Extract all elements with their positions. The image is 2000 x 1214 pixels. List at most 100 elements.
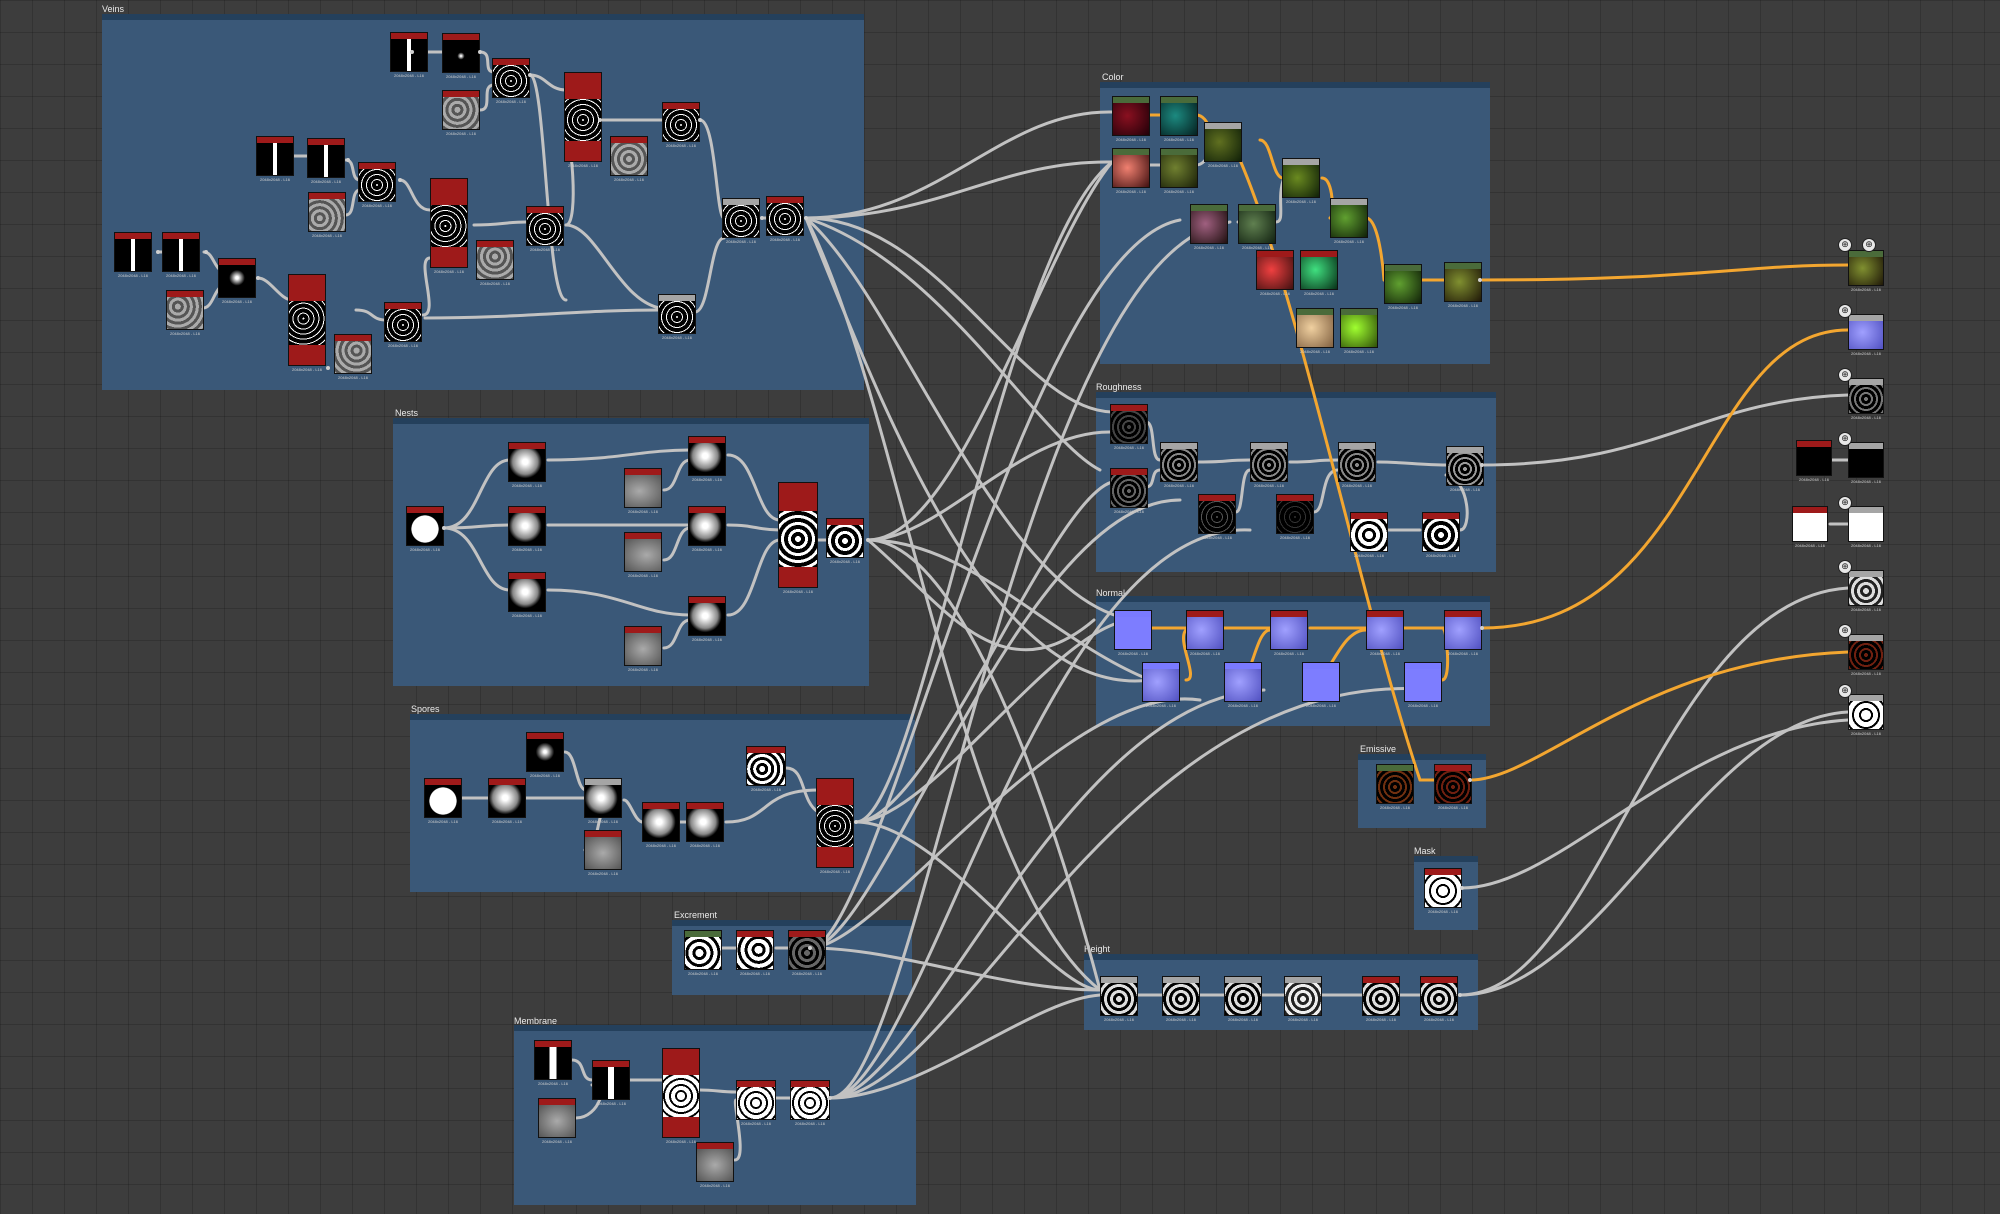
port[interactable] (1480, 626, 1484, 630)
output-icon[interactable]: ⊕ (1838, 560, 1852, 574)
node-roughness-9[interactable]: 2048x2048 - L16 (1422, 512, 1460, 558)
node-membrane-6[interactable]: 2048x2048 - L16 (790, 1080, 830, 1126)
port[interactable] (804, 216, 808, 220)
node-nests-blend[interactable]: 2048x2048 - L16 (778, 482, 818, 594)
node-veins-14[interactable]: 2048x2048 - L16 (526, 206, 564, 252)
node-color-10[interactable]: 2048x2048 - L16 (1300, 250, 1338, 296)
port[interactable] (478, 50, 482, 54)
port[interactable] (442, 526, 446, 530)
port[interactable] (346, 158, 350, 162)
port[interactable] (1478, 278, 1482, 282)
node-veins-21[interactable]: 2048x2048 - L16 (662, 102, 700, 148)
node-veins-6[interactable]: 2048x2048 - L16 (334, 334, 372, 380)
node-veins-7[interactable]: 2048x2048 - L16 (384, 302, 422, 348)
node-excrement-2[interactable]: 2048x2048 - L16 (736, 930, 774, 976)
node-veins-2[interactable]: 2048x2048 - L16 (162, 232, 200, 278)
port[interactable] (256, 276, 260, 280)
node-veins-11[interactable]: 2048x2048 - L16 (358, 162, 396, 208)
node-height-4[interactable]: 2048x2048 - L16 (1284, 976, 1322, 1022)
node-excrement-1[interactable]: 2048x2048 - L16 (684, 930, 722, 976)
port[interactable] (410, 50, 414, 54)
output-normal[interactable]: 2048x2048 - L16 (1848, 314, 1884, 356)
node-color-7[interactable]: 2048x2048 - L16 (1238, 204, 1276, 250)
output-metallic-src[interactable]: 2048x2048 - L16 (1796, 440, 1832, 482)
node-spores-5[interactable]: 2048x2048 - L16 (584, 830, 622, 876)
node-nests-8[interactable]: 2048x2048 - L16 (688, 506, 726, 552)
node-membrane-4[interactable]: 2048x2048 - L16 (696, 1142, 734, 1188)
node-nests-7[interactable]: 2048x2048 - L16 (688, 436, 726, 482)
node-color-14[interactable]: 2048x2048 - L16 (1384, 264, 1422, 310)
node-nests-out[interactable]: 2048x2048 - L16 (826, 518, 864, 564)
node-roughness-1[interactable]: 2048x2048 - L16 (1110, 404, 1148, 450)
port[interactable] (598, 118, 602, 122)
node-normal-8[interactable]: 2048x2048 - L16 (1404, 662, 1442, 708)
port[interactable] (866, 538, 870, 542)
port[interactable] (808, 946, 812, 950)
node-height-1[interactable]: 2048x2048 - L16 (1100, 976, 1138, 1022)
node-color-2[interactable]: 2048x2048 - L16 (1160, 96, 1198, 142)
output-icon[interactable]: ⊕ (1838, 304, 1852, 318)
node-color-3[interactable]: 2048x2048 - L16 (1112, 148, 1150, 194)
port[interactable] (1458, 993, 1462, 997)
node-height-6[interactable]: 2048x2048 - L16 (1420, 976, 1458, 1022)
node-color-12[interactable]: 2048x2048 - L16 (1296, 308, 1334, 354)
port[interactable] (326, 366, 330, 370)
node-veins-5[interactable]: 2048x2048 - L16 (288, 274, 326, 372)
node-roughness-7[interactable]: 2048x2048 - L16 (1338, 442, 1376, 488)
output-icon[interactable]: ⊕ (1838, 496, 1852, 510)
node-nests-6[interactable]: 2048x2048 - L16 (624, 626, 662, 672)
node-roughness-5[interactable]: 2048x2048 - L16 (1250, 442, 1288, 488)
output-metallic[interactable]: 2048x2048 - L16 (1848, 442, 1884, 484)
node-color-8[interactable]: 2048x2048 - L16 (1282, 158, 1320, 204)
port[interactable] (698, 118, 702, 122)
node-color-6[interactable]: 2048x2048 - L16 (1190, 204, 1228, 250)
node-spores-8[interactable]: 2048x2048 - L16 (746, 746, 786, 792)
node-membrane-2[interactable]: 2048x2048 - L16 (538, 1098, 576, 1144)
node-normal-4[interactable]: 2048x2048 - L16 (1366, 610, 1404, 656)
output-basecolor[interactable]: 2048x2048 - L16 (1848, 250, 1884, 292)
node-color-5[interactable]: 2048x2048 - L16 (1204, 122, 1242, 168)
output-ao-src[interactable]: 2048x2048 - L16 (1792, 506, 1828, 548)
node-roughness-3[interactable]: 2048x2048 - L16 (1160, 442, 1198, 488)
node-normal-1[interactable]: 2048x2048 - L16 (1114, 610, 1152, 656)
node-roughness-6[interactable]: 2048x2048 - L16 (1276, 494, 1314, 540)
node-veins-20[interactable]: 2048x2048 - L16 (610, 136, 648, 182)
output-height[interactable]: 2048x2048 - L16 (1848, 570, 1884, 612)
node-color-out[interactable]: 2048x2048 - L16 (1444, 262, 1482, 308)
port[interactable] (156, 250, 160, 254)
node-nests-1[interactable]: 2048x2048 - L16 (508, 442, 546, 488)
port[interactable] (1480, 463, 1484, 467)
output-icon[interactable]: ⊕ (1862, 238, 1876, 252)
node-height-5[interactable]: 2048x2048 - L16 (1362, 976, 1400, 1022)
node-color-4[interactable]: 2048x2048 - L16 (1160, 148, 1198, 194)
port[interactable] (1468, 778, 1472, 782)
output-icon[interactable]: ⊕ (1838, 624, 1852, 638)
node-nests-9[interactable]: 2048x2048 - L16 (688, 596, 726, 642)
node-emissive-2[interactable]: 2048x2048 - L16 (1434, 764, 1472, 810)
node-veins-17[interactable]: 2048x2048 - L16 (442, 90, 480, 136)
node-veins-19[interactable]: 2048x2048 - L16 (564, 72, 602, 168)
node-veins-18[interactable]: 2048x2048 - L16 (492, 58, 530, 104)
output-icon[interactable]: ⊕ (1838, 238, 1852, 252)
node-normal-2[interactable]: 2048x2048 - L16 (1186, 610, 1224, 656)
node-roughness-8[interactable]: 2048x2048 - L16 (1350, 512, 1388, 558)
node-membrane-3[interactable]: 2048x2048 - L16 (592, 1060, 630, 1106)
node-veins-16[interactable]: 2048x2048 - L16 (442, 33, 480, 79)
node-veins-4[interactable]: 2048x2048 - L16 (166, 290, 204, 336)
node-normal-out[interactable]: 2048x2048 - L16 (1444, 610, 1482, 656)
node-veins-12[interactable]: 2048x2048 - L16 (430, 178, 468, 274)
node-normal-5[interactable]: 2048x2048 - L16 (1142, 662, 1180, 708)
node-spores-6[interactable]: 2048x2048 - L16 (642, 802, 680, 848)
node-veins-22[interactable]: 2048x2048 - L16 (658, 294, 696, 340)
port[interactable] (204, 250, 208, 254)
node-veins-24[interactable]: 2048x2048 - L16 (766, 196, 804, 242)
port[interactable] (528, 73, 532, 77)
node-spores-3[interactable]: 2048x2048 - L16 (526, 732, 564, 778)
node-spores-7[interactable]: 2048x2048 - L16 (686, 802, 724, 848)
node-spores-4[interactable]: 2048x2048 - L16 (584, 778, 622, 824)
output-icon[interactable]: ⊕ (1838, 432, 1852, 446)
frame-color[interactable] (1100, 82, 1490, 364)
node-emissive-1[interactable]: 2048x2048 - L16 (1376, 764, 1414, 810)
node-color-13[interactable]: 2048x2048 - L16 (1340, 308, 1378, 354)
